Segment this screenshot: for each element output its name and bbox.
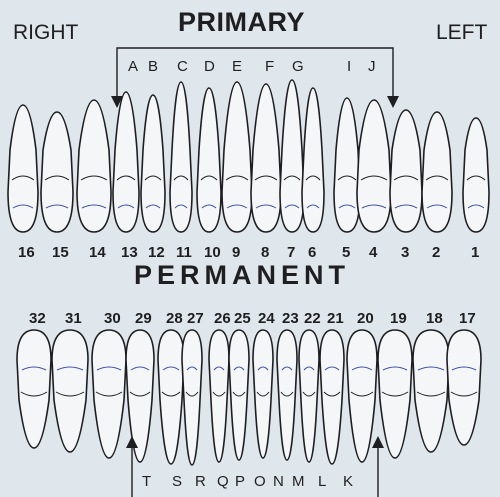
lower-tooth-number-23: 23	[282, 310, 299, 327]
lower-tooth-number-24: 24	[258, 310, 275, 327]
upper-tooth-7	[197, 88, 221, 232]
lower-tooth-number-18: 18	[426, 310, 443, 327]
upper-tooth-number-12: 12	[148, 244, 165, 261]
primary-lower-letter-o: O	[254, 473, 266, 490]
upper-tooth-14	[390, 110, 422, 232]
primary-lower-letter-k: K	[343, 473, 353, 490]
lower-tooth-14	[378, 330, 412, 458]
upper-tooth-number-2: 2	[432, 244, 440, 261]
upper-tooth-number-8: 8	[261, 244, 269, 261]
upper-tooth-number-10: 10	[204, 244, 221, 261]
lower-tooth-number-17: 17	[459, 310, 476, 327]
lower-tooth-number-19: 19	[390, 310, 407, 327]
upper-tooth-9	[251, 84, 281, 232]
lower-tooth-3	[92, 330, 126, 458]
lower-tooth-10	[277, 330, 297, 460]
lower-tooth-number-22: 22	[304, 310, 321, 327]
lower-tooth-number-26: 26	[214, 310, 231, 327]
lower-tooth-number-25: 25	[234, 310, 251, 327]
lower-tooth-12	[320, 330, 344, 464]
primary-upper-letter-d: D	[204, 58, 215, 75]
lower-tooth-number-21: 21	[327, 310, 344, 327]
lower-tooth-number-32: 32	[29, 310, 46, 327]
primary-upper-letter-i: I	[347, 58, 351, 75]
upper-tooth-3	[77, 100, 111, 232]
lower-tooth-2	[52, 330, 88, 452]
upper-tooth-number-9: 9	[232, 244, 240, 261]
primary-lower-letter-n: N	[273, 473, 284, 490]
upper-tooth-16	[463, 118, 489, 232]
primary-lower-letter-m: M	[292, 473, 305, 490]
upper-tooth-4	[113, 92, 139, 232]
upper-tooth-number-5: 5	[342, 244, 350, 261]
lower-tooth-9	[253, 330, 273, 458]
upper-tooth-5	[141, 95, 165, 232]
upper-tooth-number-6: 6	[308, 244, 316, 261]
upper-tooth-2	[41, 112, 73, 232]
primary-upper-letter-j: J	[368, 58, 376, 75]
lower-tooth-6	[182, 330, 202, 465]
upper-tooth-10	[280, 80, 304, 232]
primary-upper-letter-f: F	[265, 58, 274, 75]
lower-tooth-number-29: 29	[135, 310, 152, 327]
upper-tooth-6	[170, 82, 192, 232]
upper-tooth-8	[222, 82, 252, 232]
primary-lower-letter-q: Q	[217, 473, 229, 490]
upper-tooth-12	[334, 98, 360, 232]
left-side-label: LEFT	[436, 21, 487, 45]
upper-tooth-1	[8, 105, 38, 232]
primary-upper-letter-e: E	[232, 58, 242, 75]
upper-tooth-number-11: 11	[176, 244, 192, 261]
permanent-heading: PERMANENT	[134, 260, 350, 291]
upper-tooth-15	[422, 112, 452, 232]
lower-tooth-number-27: 27	[187, 310, 204, 327]
upper-tooth-number-15: 15	[52, 244, 69, 261]
lower-tooth-number-28: 28	[166, 310, 183, 327]
upper-tooth-11	[302, 88, 324, 232]
upper-tooth-number-4: 4	[369, 244, 377, 261]
lower-tooth-8	[229, 330, 249, 460]
primary-lower-letter-r: R	[195, 473, 206, 490]
upper-tooth-number-1: 1	[471, 244, 479, 261]
primary-upper-letter-c: C	[177, 58, 188, 75]
lower-tooth-number-31: 31	[65, 310, 82, 327]
right-side-label: RIGHT	[13, 21, 78, 45]
lower-tooth-1	[17, 330, 51, 448]
upper-tooth-number-14: 14	[89, 244, 106, 261]
primary-lower-letter-t: T	[142, 473, 151, 490]
lower-tooth-5	[158, 330, 184, 464]
primary-lower-letter-p: P	[235, 473, 245, 490]
lower-tooth-number-30: 30	[104, 310, 121, 327]
primary-upper-arrow-left	[387, 96, 399, 108]
upper-tooth-13	[357, 100, 391, 232]
lower-tooth-15	[413, 330, 449, 452]
primary-lower-letter-l: L	[318, 473, 326, 490]
upper-tooth-number-16: 16	[18, 244, 35, 261]
lower-tooth-16	[447, 330, 481, 445]
primary-heading: PRIMARY	[178, 7, 305, 38]
primary-upper-letter-g: G	[292, 58, 304, 75]
primary-lower-letter-s: S	[172, 473, 182, 490]
primary-lower-arrow-left	[372, 436, 384, 448]
lower-tooth-number-20: 20	[357, 310, 374, 327]
primary-upper-bracket	[117, 48, 393, 98]
upper-tooth-number-13: 13	[121, 244, 138, 261]
primary-upper-letter-b: B	[148, 58, 158, 75]
upper-tooth-number-3: 3	[401, 244, 409, 261]
primary-upper-letter-a: A	[128, 58, 138, 75]
upper-tooth-number-7: 7	[287, 244, 295, 261]
